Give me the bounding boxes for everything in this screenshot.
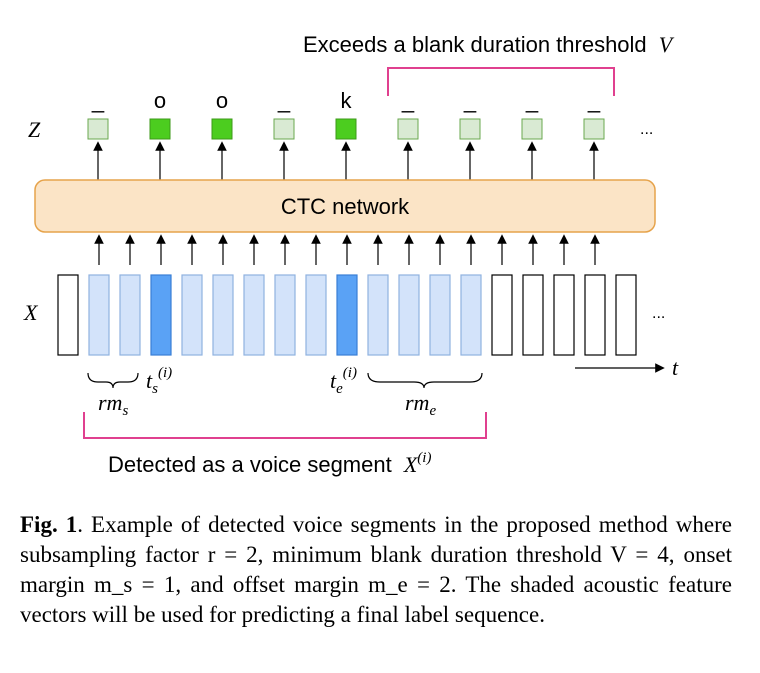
bottom-annotation: Detected as a voice segment X(i) [108, 450, 431, 477]
voice-segment-bracket [83, 412, 487, 439]
figure-caption: Fig. 1. Example of detected voice segmen… [20, 510, 732, 630]
x-ellipsis: ... [652, 305, 665, 322]
x-feature-box [88, 274, 110, 356]
x-row-label: X [23, 300, 39, 325]
z-ellipsis: ... [640, 121, 653, 138]
x-feature-box [429, 274, 451, 356]
ts-label: ts(i) [146, 365, 172, 397]
z-token: o [154, 88, 166, 113]
rme-brace [367, 372, 483, 389]
z-output-row: _ o o _ k _ _ _ _ [87, 88, 605, 180]
te-label: te(i) [330, 365, 357, 397]
z-output-box [273, 118, 295, 140]
caption-fig-label: Fig. 1 [20, 512, 78, 537]
z-token: o [216, 88, 228, 113]
x-feature-box [491, 274, 513, 356]
x-feature-box [57, 274, 79, 356]
z-output-box [87, 118, 109, 140]
z-output-box [149, 118, 171, 140]
z-row-label: Z [28, 117, 41, 142]
rme-label: rme [405, 390, 436, 419]
z-output-box [583, 118, 605, 140]
x-feature-box [367, 274, 389, 356]
x-feature-box [398, 274, 420, 356]
x-feature-box [584, 274, 606, 356]
x-feature-box [522, 274, 544, 356]
z-token: _ [91, 88, 105, 113]
caption-text: . Example of detected voice segments in … [20, 512, 732, 627]
time-label: t [672, 355, 679, 380]
z-token: _ [463, 88, 477, 113]
ctc-network-label: CTC network [281, 194, 410, 219]
z-output-box [335, 118, 357, 140]
z-token: _ [587, 88, 601, 113]
z-output-box [397, 118, 419, 140]
z-output-box [459, 118, 481, 140]
z-token: _ [401, 88, 415, 113]
x-feature-box [615, 274, 637, 356]
x-feature-box [150, 274, 172, 356]
z-token: _ [277, 88, 291, 113]
x-feature-box [460, 274, 482, 356]
z-token: _ [525, 88, 539, 113]
blank-threshold-bracket [387, 67, 615, 96]
x-feature-row [57, 234, 637, 356]
x-feature-box [119, 274, 141, 356]
ctc-network-block [34, 179, 656, 233]
x-feature-box [212, 274, 234, 356]
z-token: k [341, 88, 353, 113]
x-feature-box [553, 274, 575, 356]
top-annotation: Exceeds a blank duration threshold V [303, 32, 675, 57]
voice-segment-diagram: Exceeds a blank duration threshold V Z _… [23, 32, 679, 477]
x-feature-box [181, 274, 203, 356]
x-feature-box [336, 274, 358, 356]
x-feature-box [274, 274, 296, 356]
z-output-box [211, 118, 233, 140]
x-feature-box [305, 274, 327, 356]
rms-label: rms [98, 390, 128, 419]
z-output-box [521, 118, 543, 140]
rms-brace [87, 372, 139, 389]
x-feature-box [243, 274, 265, 356]
